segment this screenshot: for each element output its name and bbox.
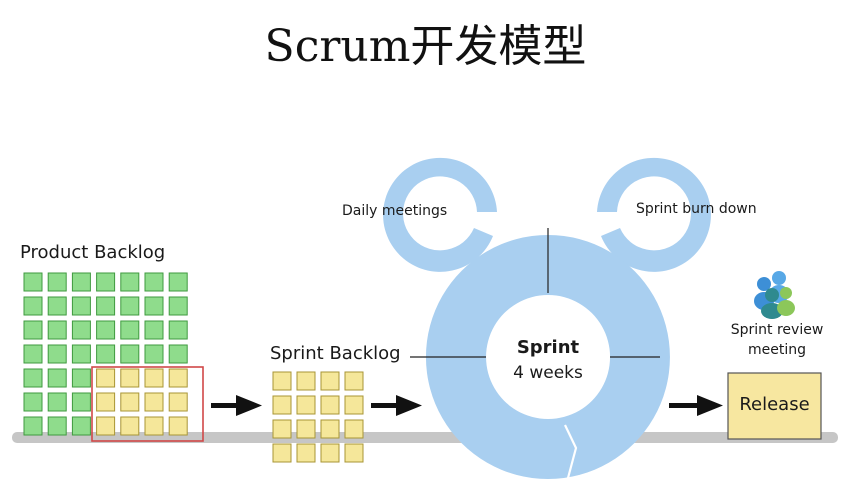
review-label-line1: Sprint review [730, 322, 824, 338]
sprint-cycle [425, 235, 670, 479]
backlog-item [120, 344, 140, 364]
selected-backlog-item [144, 368, 164, 388]
backlog-item [168, 296, 188, 316]
sprint-backlog-grid [272, 371, 364, 463]
backlog-item [144, 344, 164, 364]
release-box [727, 372, 822, 440]
backlog-item [47, 368, 67, 388]
sprint-backlog-item [272, 419, 292, 439]
backlog-item [144, 272, 164, 292]
daily-meetings-cycle [383, 157, 497, 272]
review-label-line2: meeting [747, 342, 806, 358]
backlog-item [144, 296, 164, 316]
daily-meetings-label: Daily meetings [342, 203, 448, 219]
sprint-backlog-item [296, 371, 316, 391]
backlog-item [71, 344, 91, 364]
sprint-backlog-label: Sprint Backlog [270, 343, 401, 364]
backlog-item [47, 296, 67, 316]
backlog-item [96, 320, 116, 340]
sprint-backlog-item [344, 419, 364, 439]
selected-backlog-item [96, 368, 116, 388]
sprint-backlog-item [344, 443, 364, 463]
sprint-backlog-item [272, 371, 292, 391]
release-label: Release [739, 394, 810, 415]
selected-backlog-item [144, 416, 164, 436]
selected-backlog-item [144, 392, 164, 412]
backlog-item [120, 272, 140, 292]
product-backlog-label: Product Backlog [20, 242, 166, 263]
backlog-item [168, 320, 188, 340]
sprint-backlog-item [320, 443, 340, 463]
sprint-backlog-item [320, 371, 340, 391]
people-icon [754, 271, 795, 319]
backlog-item [96, 344, 116, 364]
backlog-item [120, 320, 140, 340]
backlog-item [47, 272, 67, 292]
backlog-item [168, 344, 188, 364]
sprint-backlog-item [296, 443, 316, 463]
product-backlog-grid [23, 272, 188, 436]
selected-backlog-item [120, 368, 140, 388]
backlog-item [96, 272, 116, 292]
selected-backlog-item [168, 392, 188, 412]
selection-box [91, 366, 204, 442]
arrow-to-release [669, 395, 723, 416]
sprint-cycle-notch [564, 424, 578, 479]
sprint-backlog-item [296, 419, 316, 439]
backlog-item [23, 344, 43, 364]
selected-backlog-item [120, 416, 140, 436]
backlog-item [23, 416, 43, 436]
backlog-item [120, 296, 140, 316]
selected-backlog-item [120, 392, 140, 412]
sprint-label: Sprint [516, 337, 580, 358]
sprint-backlog-item [344, 371, 364, 391]
sprint-backlog-item [272, 443, 292, 463]
page-title: Scrum开发模型 [264, 21, 587, 72]
burn-down-cycle [597, 157, 711, 272]
backlog-item [23, 272, 43, 292]
backlog-item [144, 320, 164, 340]
sprint-duration-label: 4 weeks [513, 363, 583, 383]
sprint-backlog-item [320, 395, 340, 415]
backlog-item [47, 320, 67, 340]
backlog-item [71, 392, 91, 412]
backlog-item [168, 272, 188, 292]
backlog-item [96, 296, 116, 316]
backlog-item [23, 296, 43, 316]
backlog-item [47, 344, 67, 364]
sprint-backlog-item [296, 395, 316, 415]
backlog-item [23, 320, 43, 340]
sprint-backlog-item [272, 395, 292, 415]
backlog-item [23, 392, 43, 412]
burn-down-label: Sprint burn down [636, 201, 757, 217]
selected-backlog-item [96, 416, 116, 436]
backlog-item [71, 296, 91, 316]
sprint-backlog-item [344, 395, 364, 415]
backlog-item [47, 416, 67, 436]
backlog-item [71, 416, 91, 436]
selected-backlog-item [168, 368, 188, 388]
arrow-to-sprint-backlog [211, 395, 262, 416]
backlog-item [71, 368, 91, 388]
backlog-item [71, 320, 91, 340]
selected-backlog-item [96, 392, 116, 412]
sprint-backlog-item [320, 419, 340, 439]
backlog-item [23, 368, 43, 388]
selected-backlog-item [168, 416, 188, 436]
backlog-item [71, 272, 91, 292]
arrow-to-sprint [371, 395, 422, 416]
backlog-item [47, 392, 67, 412]
